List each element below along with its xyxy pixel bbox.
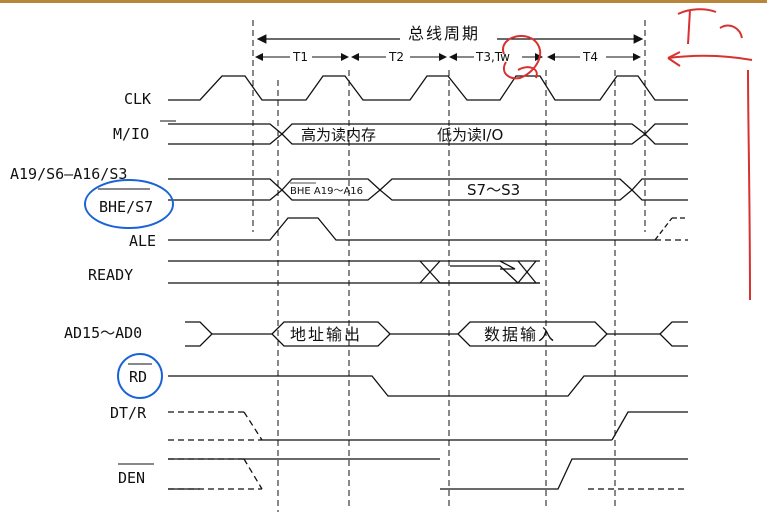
top-accent-bar	[0, 0, 767, 3]
title-label: 总线周期	[408, 24, 480, 43]
period-t1: T1	[292, 50, 308, 64]
mio-wave	[168, 123, 688, 145]
period-t3-tw: T3,Tw	[475, 50, 510, 64]
mio-high-text: 高为读内存	[301, 126, 376, 144]
label-clk: CLK	[124, 90, 151, 108]
ale-wave	[168, 217, 688, 241]
blue-circle-marks	[84, 179, 174, 399]
dtr-wave	[168, 411, 688, 441]
label-ad: AD15～AD0	[64, 324, 142, 342]
label-ready: READY	[88, 266, 133, 284]
a19-wave	[168, 178, 688, 201]
data-in-text: 数据输入	[484, 325, 556, 344]
period-t2: T2	[388, 50, 404, 64]
ad-wave	[185, 321, 688, 347]
den-wave	[168, 458, 688, 490]
bus-period-header: 总线周期 T1 T2 T3,Tw T4	[255, 24, 644, 64]
signal-labels: CLK M/IO A19/S6–A16/S3 BHE/S7 ALE READY …	[10, 90, 176, 487]
label-mio: M/IO	[113, 125, 149, 143]
ready-wave	[168, 260, 540, 284]
label-dtr: DT/R	[110, 404, 147, 422]
label-a19: A19/S6–A16/S3	[10, 165, 127, 183]
period-t4: T4	[582, 50, 598, 64]
label-rd: RD	[129, 368, 147, 386]
guide-lines	[252, 20, 646, 512]
addr-out-text: 地址输出	[290, 325, 362, 344]
rd-wave	[168, 375, 688, 397]
mio-low-text: 低为读I/O	[437, 126, 503, 144]
status-text: S7～S3	[467, 181, 520, 199]
clk-wave	[168, 75, 688, 101]
label-ale: ALE	[129, 232, 156, 250]
red-hand-marks	[502, 8, 753, 301]
label-den: DEN	[118, 469, 145, 487]
bhe-addr-text: BHE A19～A16	[290, 186, 363, 197]
label-bhe: BHE/S7	[99, 198, 153, 216]
